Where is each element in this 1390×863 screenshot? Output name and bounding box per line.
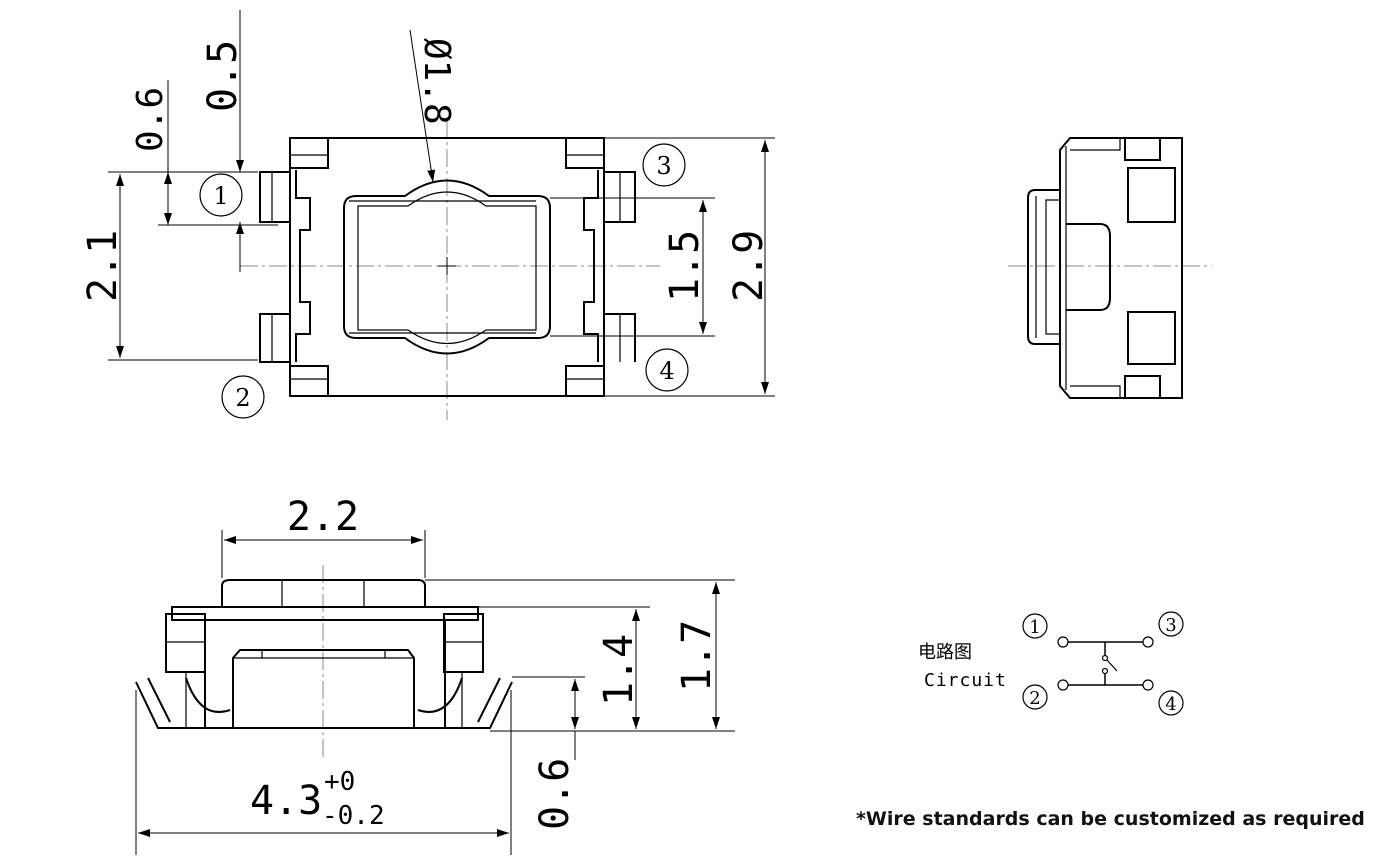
svg-text:3: 3	[1165, 615, 1176, 636]
pin-label-1: 1	[199, 173, 243, 217]
side-view	[1008, 137, 1212, 399]
tolerance-lower: -0.2	[322, 801, 385, 831]
pin-label-3: 3	[642, 143, 686, 187]
circuit-pin-3: 3	[1158, 611, 1184, 637]
pin-label-2: 2	[221, 375, 265, 419]
circuit-title-cn: 电路图	[918, 642, 972, 663]
svg-text:3: 3	[656, 152, 671, 180]
dim-4-3: 4.3	[250, 778, 322, 824]
top-view: Ø1.8 0.5 0.6 2.1 1.5 2.9 1 2 3 4	[80, 10, 775, 420]
circuit-diagram: 电路图 Circuit 1 3 2 4	[918, 611, 1184, 716]
dim-2-9: 2.9	[726, 230, 772, 302]
dim-1-4: 1.4	[596, 634, 642, 706]
dim-0-5: 0.5	[200, 40, 246, 112]
dim-0-6-front: 0.6	[532, 758, 578, 830]
circuit-title-en: Circuit	[924, 670, 1007, 691]
customization-note: *Wire standards can be customized as req…	[856, 808, 1365, 830]
circuit-pin-4: 4	[1158, 690, 1184, 716]
pin-label-4: 4	[645, 348, 689, 392]
dim-2-2: 2.2	[287, 494, 359, 540]
svg-text:1: 1	[1029, 617, 1040, 638]
svg-text:4: 4	[659, 357, 674, 385]
svg-text:2: 2	[235, 384, 250, 412]
circuit-pin-1: 1	[1022, 613, 1048, 639]
dim-1-7: 1.7	[674, 620, 720, 692]
svg-text:2: 2	[1029, 688, 1040, 709]
dim-2-1: 2.1	[80, 230, 126, 302]
svg-text:4: 4	[1165, 694, 1176, 715]
dim-1-5: 1.5	[662, 230, 708, 302]
tolerance-upper: +0	[324, 767, 355, 797]
front-view: 2.2 1.7 1.4 0.6 4.3 +0 -0.2	[135, 494, 735, 855]
dim-0-6: 0.6	[130, 87, 171, 152]
dim-diameter: Ø1.8	[416, 38, 457, 125]
circuit-pin-2: 2	[1022, 684, 1048, 710]
svg-text:1: 1	[213, 182, 228, 210]
